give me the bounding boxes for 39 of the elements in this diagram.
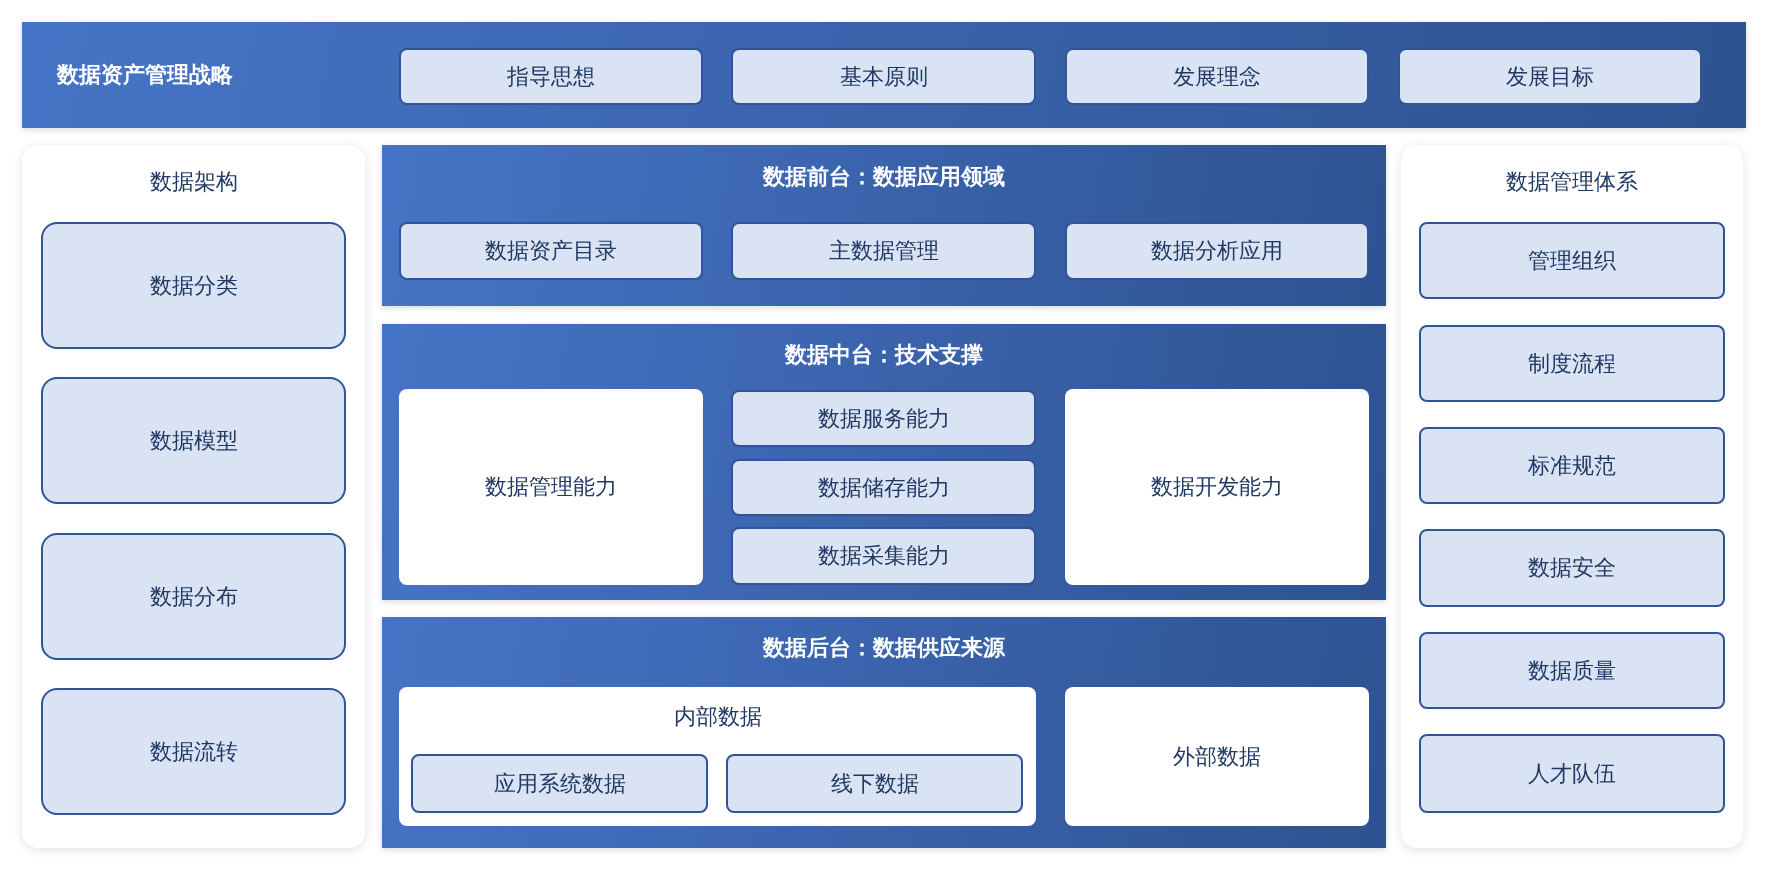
item-box: 数据资产目录 xyxy=(399,222,703,280)
item-box: 发展理念 xyxy=(1065,48,1369,105)
item-box: 数据储存能力 xyxy=(731,459,1036,516)
item-box: 发展目标 xyxy=(1398,48,1702,105)
item-box: 数据分类 xyxy=(41,222,346,349)
section-heading: 数据后台：数据供应来源 xyxy=(763,634,1005,662)
item-box: 应用系统数据 xyxy=(411,754,708,813)
group-box xyxy=(399,687,1036,826)
layer-band xyxy=(22,22,1746,128)
item-box: 数据服务能力 xyxy=(731,390,1036,447)
item-box: 数据采集能力 xyxy=(731,527,1036,585)
item-box: 线下数据 xyxy=(726,754,1023,813)
group-box: 数据管理能力 xyxy=(399,389,703,585)
item-box: 基本原则 xyxy=(731,48,1036,105)
item-box: 标准规范 xyxy=(1419,427,1725,504)
item-box: 指导思想 xyxy=(399,48,703,105)
item-box: 管理组织 xyxy=(1419,222,1725,299)
item-box: 数据流转 xyxy=(41,688,346,815)
item-box: 主数据管理 xyxy=(731,222,1036,280)
item-box: 数据安全 xyxy=(1419,529,1725,607)
section-heading: 数据前台：数据应用领域 xyxy=(763,163,1005,191)
group-box: 外部数据 xyxy=(1065,687,1369,826)
section-heading: 数据中台：技术支撑 xyxy=(785,341,983,369)
section-heading: 内部数据 xyxy=(673,703,762,731)
layer-band xyxy=(382,145,1386,306)
item-box: 数据分布 xyxy=(41,533,346,660)
section-heading: 数据管理体系 xyxy=(1506,168,1638,196)
section-heading: 数据资产管理战略 xyxy=(57,61,233,89)
item-box: 数据分析应用 xyxy=(1065,222,1369,280)
layer-band xyxy=(382,324,1386,600)
item-box: 制度流程 xyxy=(1419,325,1725,402)
side-panel xyxy=(1401,145,1743,848)
group-box: 数据开发能力 xyxy=(1065,389,1369,585)
item-box: 数据模型 xyxy=(41,377,346,504)
item-box: 数据质量 xyxy=(1419,632,1725,709)
side-panel xyxy=(22,145,365,848)
item-box: 人才队伍 xyxy=(1419,734,1725,813)
section-heading: 数据架构 xyxy=(149,168,238,196)
layer-band xyxy=(382,617,1386,848)
